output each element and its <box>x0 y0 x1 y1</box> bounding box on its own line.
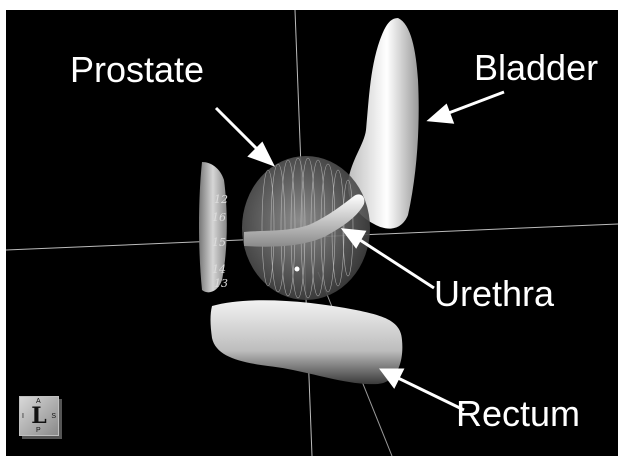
slice-number: 12 <box>214 194 228 205</box>
rectum-shape <box>211 300 403 384</box>
prostate-label: Prostate <box>70 52 204 88</box>
marker-dot <box>295 267 300 272</box>
slice-number: 15 <box>212 237 226 248</box>
orientation-bottom: P <box>36 427 41 434</box>
orientation-right: S <box>51 413 56 420</box>
slice-number: 16 <box>212 212 226 223</box>
slice-number: 14 <box>212 264 226 275</box>
orientation-cube[interactable]: A L I S P <box>19 396 59 436</box>
rectum-label: Rectum <box>456 396 580 432</box>
urethra-label: Urethra <box>434 276 554 312</box>
slice-number: 13 <box>214 278 228 289</box>
bladder-label: Bladder <box>474 50 598 86</box>
orientation-left: I <box>22 413 24 420</box>
3d-render-viewport[interactable]: 12 16 15 14 13 Prostate Bladder Urethra … <box>6 10 618 456</box>
